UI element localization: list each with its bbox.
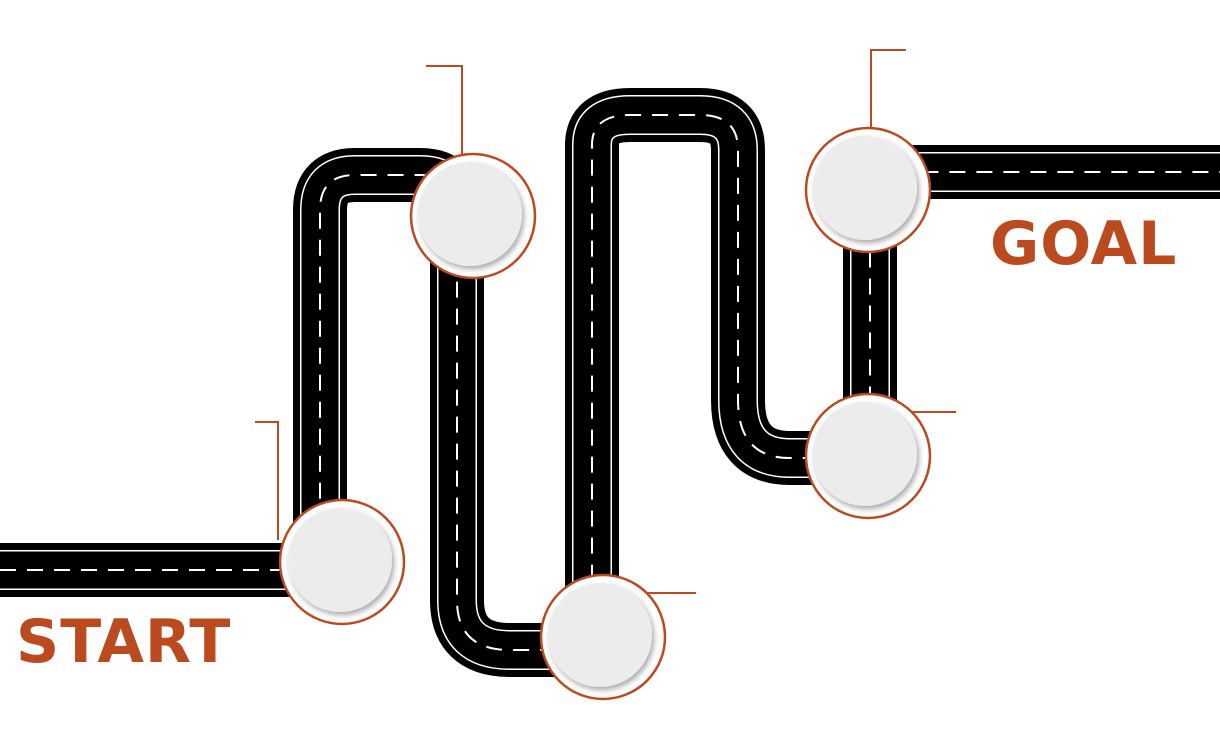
winding-road [0, 88, 1220, 677]
milestone-1 [278, 498, 406, 626]
milestone-5 [804, 126, 932, 254]
milestone-disc [813, 402, 917, 506]
goal-label: GOAL [990, 209, 1178, 279]
milestone-disc [813, 136, 917, 240]
milestone-3 [539, 573, 667, 701]
road-center-dashes [0, 114, 1220, 651]
callout-leaders [255, 49, 956, 594]
milestone-disc [288, 508, 392, 612]
milestone-4 [804, 392, 932, 520]
milestone-disc [548, 583, 652, 687]
callout-leader-1 [255, 421, 279, 540]
milestone-2 [409, 152, 537, 280]
callout-leader-2 [426, 65, 463, 156]
start-label: START [16, 607, 232, 677]
callout-leader-5 [870, 49, 906, 130]
milestones [278, 126, 932, 701]
milestone-disc [418, 162, 522, 266]
